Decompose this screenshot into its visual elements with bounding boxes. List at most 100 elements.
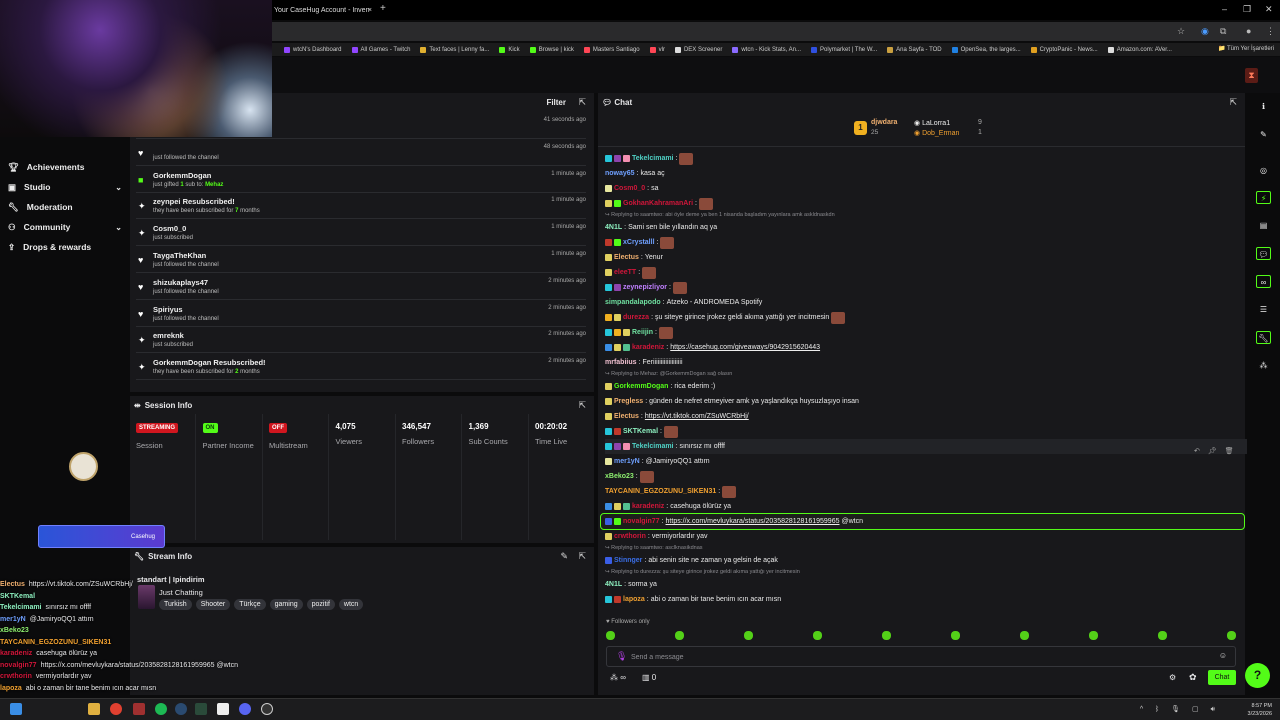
bookmark-item[interactable]: Browse | kick bbox=[529, 46, 574, 53]
kick-logo-icon[interactable]: ⧗ bbox=[1245, 68, 1258, 83]
popout-icon[interactable]: ⇱ bbox=[578, 97, 586, 107]
chat-username[interactable]: Tekelcimami bbox=[632, 155, 674, 162]
bookmark-item[interactable]: Polymarket | The W... bbox=[811, 46, 877, 53]
sidebar-item-studio[interactable]: ▣Studio⌄ bbox=[8, 178, 122, 196]
bookmark-item[interactable]: wtcn - Kick Stats, An... bbox=[732, 46, 801, 53]
chat-username[interactable]: xBeko23 bbox=[605, 473, 634, 480]
new-tab-button[interactable]: + bbox=[380, 3, 386, 14]
people-icon[interactable]: ⁂ bbox=[1259, 361, 1268, 370]
emote-icon[interactable] bbox=[882, 631, 891, 640]
discord-icon[interactable] bbox=[239, 703, 251, 715]
activity-username[interactable]: TaygaTheKhan bbox=[153, 251, 207, 260]
activity-username[interactable]: GorkemmDogan bbox=[153, 170, 212, 180]
chat-username[interactable]: lapoza bbox=[623, 596, 645, 603]
bookmark-item[interactable]: OpenSea, the larges... bbox=[951, 46, 1021, 53]
chat-input[interactable] bbox=[631, 651, 1211, 663]
chat-username[interactable]: Pregless bbox=[614, 398, 644, 405]
emote-icon[interactable] bbox=[744, 631, 753, 640]
chat-username[interactable]: eleeTT bbox=[614, 269, 637, 276]
chat-username[interactable]: noway65 bbox=[605, 170, 635, 177]
stream-tag[interactable]: Türkçe bbox=[234, 599, 266, 610]
sidebar-item-community[interactable]: ⚇Community⌄ bbox=[8, 218, 122, 236]
stream-tag[interactable]: gaming bbox=[269, 599, 303, 610]
activity-username[interactable]: emreknk bbox=[153, 331, 184, 341]
emote-icon[interactable] bbox=[1227, 631, 1236, 640]
chat-username[interactable]: Electus bbox=[614, 254, 639, 261]
chat-input-box[interactable]: 🎙︎ ☺ bbox=[606, 646, 1236, 667]
send-chat-button[interactable]: Chat bbox=[1208, 670, 1236, 685]
chat-username[interactable]: GokhanKahramanAri bbox=[623, 200, 694, 207]
chevron-down-icon[interactable]: ⌄ bbox=[115, 222, 122, 232]
chat-username[interactable]: SKTKemal bbox=[623, 428, 659, 435]
stream-category[interactable]: Just Chatting bbox=[159, 588, 203, 597]
emote-icon[interactable] bbox=[951, 631, 960, 640]
bookmark-item[interactable]: DEX Screener bbox=[674, 46, 722, 53]
stack-icon[interactable]: ☰ bbox=[1259, 305, 1268, 314]
chat-username[interactable]: Reiijin bbox=[632, 329, 654, 336]
chat-username[interactable]: 4N1L bbox=[605, 224, 623, 231]
steam-icon[interactable] bbox=[175, 703, 187, 715]
media-icon[interactable]: ◉ bbox=[1201, 26, 1209, 36]
activity-username[interactable]: Cosm0_0 bbox=[153, 224, 187, 234]
spotify-icon[interactable] bbox=[155, 703, 167, 715]
address-bar[interactable] bbox=[272, 22, 1280, 41]
chat-username[interactable]: simpandalapodo bbox=[605, 299, 661, 306]
file-explorer-icon[interactable] bbox=[88, 703, 100, 715]
popout-icon[interactable]: ⇱ bbox=[1229, 97, 1237, 107]
bookmark-item[interactable]: vlr bbox=[649, 46, 665, 53]
chat-username[interactable]: crwthorin bbox=[614, 533, 646, 540]
bookmark-item[interactable]: Ana Sayfa - TOD bbox=[887, 46, 942, 53]
delete-icon[interactable]: 🗑︎ bbox=[1224, 448, 1242, 455]
message-link[interactable]: https://x.com/mevluykara/status/20358281… bbox=[665, 518, 840, 525]
stream-tag[interactable]: Turkish bbox=[159, 599, 192, 610]
emote-picker-icon[interactable]: ✿ bbox=[1189, 672, 1197, 682]
stream-tag[interactable]: pozitif bbox=[306, 599, 335, 610]
emote-icon[interactable] bbox=[675, 631, 684, 640]
bookmark-item[interactable]: wtcN's Dashboard bbox=[284, 46, 342, 53]
bookmark-star-icon[interactable]: ☆ bbox=[1177, 26, 1186, 36]
bookmark-item[interactable]: Masters Santiago bbox=[583, 46, 640, 53]
link-icon[interactable]: ∞ bbox=[1256, 275, 1271, 288]
edit-icon[interactable]: ✎ bbox=[1260, 130, 1267, 139]
chat-username[interactable]: Cosm0_0 bbox=[614, 185, 646, 192]
emote-icon[interactable] bbox=[606, 631, 615, 640]
app-icon[interactable] bbox=[217, 703, 229, 715]
menu-icon[interactable]: ⋮ bbox=[1266, 26, 1275, 36]
points-icon[interactable]: ⁂ ∞ bbox=[610, 673, 626, 682]
bookmark-item[interactable]: CryptoPanic - News... bbox=[1030, 46, 1098, 53]
reply-icon[interactable]: ↶ bbox=[1194, 448, 1208, 455]
popout-icon[interactable]: ⇱ bbox=[578, 551, 586, 561]
help-button[interactable]: ? bbox=[1245, 663, 1270, 688]
system-tray[interactable]: ^ ᛒ 🎙︎ ▢ 🔊︎ bbox=[1139, 706, 1220, 713]
emote-icon[interactable] bbox=[813, 631, 822, 640]
bookmark-item[interactable]: All Games - Twitch bbox=[351, 46, 410, 53]
chat-username[interactable]: Stinnger bbox=[614, 557, 643, 564]
chat-username[interactable]: TAYCANIN_EGZOZUNU_SIKEN31 bbox=[605, 488, 717, 495]
activity-username[interactable]: GorkemmDogan Resubscribed! bbox=[153, 358, 266, 368]
stream-tag[interactable]: Shooter bbox=[195, 599, 231, 610]
profile-avatar[interactable]: ● bbox=[1246, 26, 1252, 36]
popout-icon[interactable]: ⇱ bbox=[578, 400, 586, 410]
emoji-icon[interactable]: ☺ bbox=[1218, 651, 1227, 660]
message-link[interactable]: https://vt.tiktok.com/ZSuWCRbHj/ bbox=[644, 413, 749, 420]
chat-username[interactable]: durezza bbox=[623, 314, 650, 321]
chat-username[interactable]: Electus bbox=[614, 413, 639, 420]
bookmark-item[interactable]: Amazon.com: AVer... bbox=[1107, 46, 1172, 53]
chat-username[interactable]: mrfabiius bbox=[605, 359, 637, 366]
restore-icon[interactable]: ❐ bbox=[1243, 4, 1252, 14]
chat-username[interactable]: xCrystalll bbox=[623, 239, 655, 246]
wrench-icon[interactable]: 🔧︎ bbox=[1256, 331, 1271, 344]
edit-pencil-icon[interactable]: ✎ bbox=[560, 551, 568, 561]
store-icon[interactable]: ▥ 0 bbox=[642, 673, 657, 682]
app-icon[interactable] bbox=[261, 703, 273, 715]
message-link[interactable]: https://casehug.com/giveaways/9042915620… bbox=[670, 344, 821, 351]
activity-username[interactable]: Spiriyus bbox=[153, 304, 183, 314]
activity-username[interactable]: shizukaplays47 bbox=[153, 277, 209, 287]
windows-start-icon[interactable] bbox=[10, 703, 22, 715]
bookmark-item[interactable]: Kick bbox=[499, 46, 520, 53]
settings-gear-icon[interactable]: ⚙ bbox=[1169, 673, 1177, 682]
stream-tag[interactable]: wtcn bbox=[338, 599, 364, 610]
gifter-name[interactable]: djwdara bbox=[871, 119, 898, 126]
close-tab-icon[interactable]: × bbox=[367, 7, 372, 14]
chat-username[interactable]: 4N1L bbox=[605, 581, 623, 588]
